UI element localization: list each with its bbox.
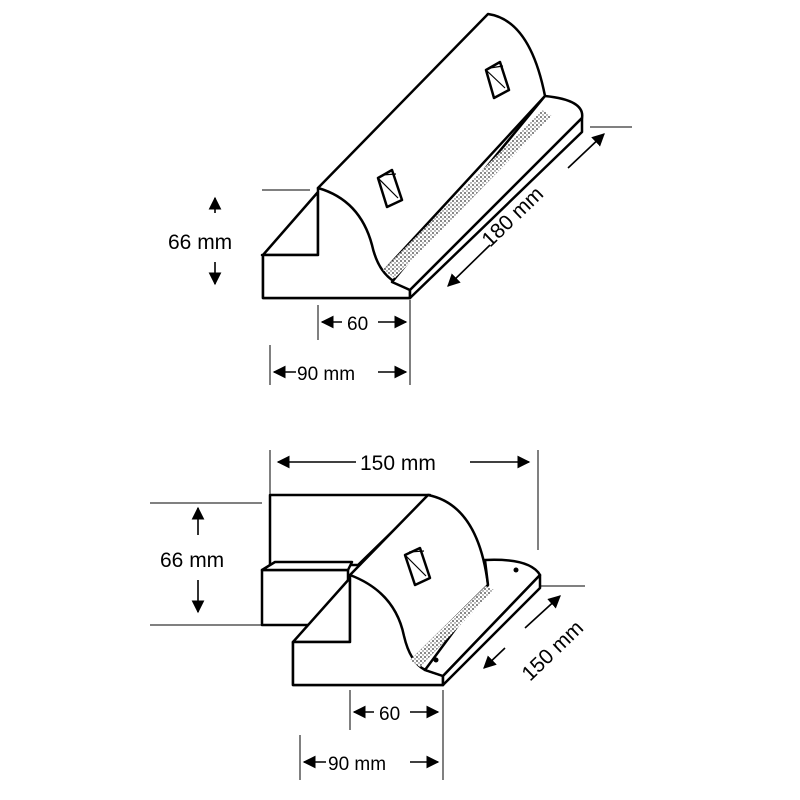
base-width-dimension-2: 90 mm <box>302 754 440 775</box>
height-label-1: 66 mm <box>168 231 232 254</box>
base-flange-side <box>408 116 584 300</box>
height-label-2: 66 mm <box>160 549 224 572</box>
inner-width-dimension-2: 60 <box>352 704 440 725</box>
profile-block-long <box>260 12 632 385</box>
top-width-dimension-2: 150 mm <box>276 452 531 475</box>
base-flange-side-2 <box>441 573 542 687</box>
profile-block-corner <box>150 450 585 780</box>
left-low-block-top <box>260 560 354 572</box>
back-plate-top <box>268 493 432 567</box>
base-width-dimension-1: 90 mm <box>272 364 408 385</box>
inner-width-dimension-1: 60 <box>320 314 408 335</box>
inner-width-label-2: 60 <box>379 704 400 725</box>
inner-width-label-1: 60 <box>347 314 368 335</box>
height-dimension-2: 66 mm <box>160 506 224 614</box>
shading-strip-2 <box>410 586 494 667</box>
step-front-face <box>261 190 320 257</box>
shading-strip <box>383 110 552 278</box>
top-width-label-2: 150 mm <box>360 452 436 475</box>
screw-hole-2 <box>513 567 519 573</box>
bolt-hole-1 <box>484 60 511 100</box>
base-width-label-2: 90 mm <box>328 754 386 775</box>
length-label-2: 150 mm <box>517 616 588 685</box>
bolt-hole-2 <box>376 168 404 209</box>
screw-hole-1 <box>433 657 439 663</box>
bolt-hole-3 <box>403 546 432 587</box>
base-width-label-1: 90 mm <box>297 364 355 385</box>
height-dimension-1: 66 mm <box>168 196 232 286</box>
